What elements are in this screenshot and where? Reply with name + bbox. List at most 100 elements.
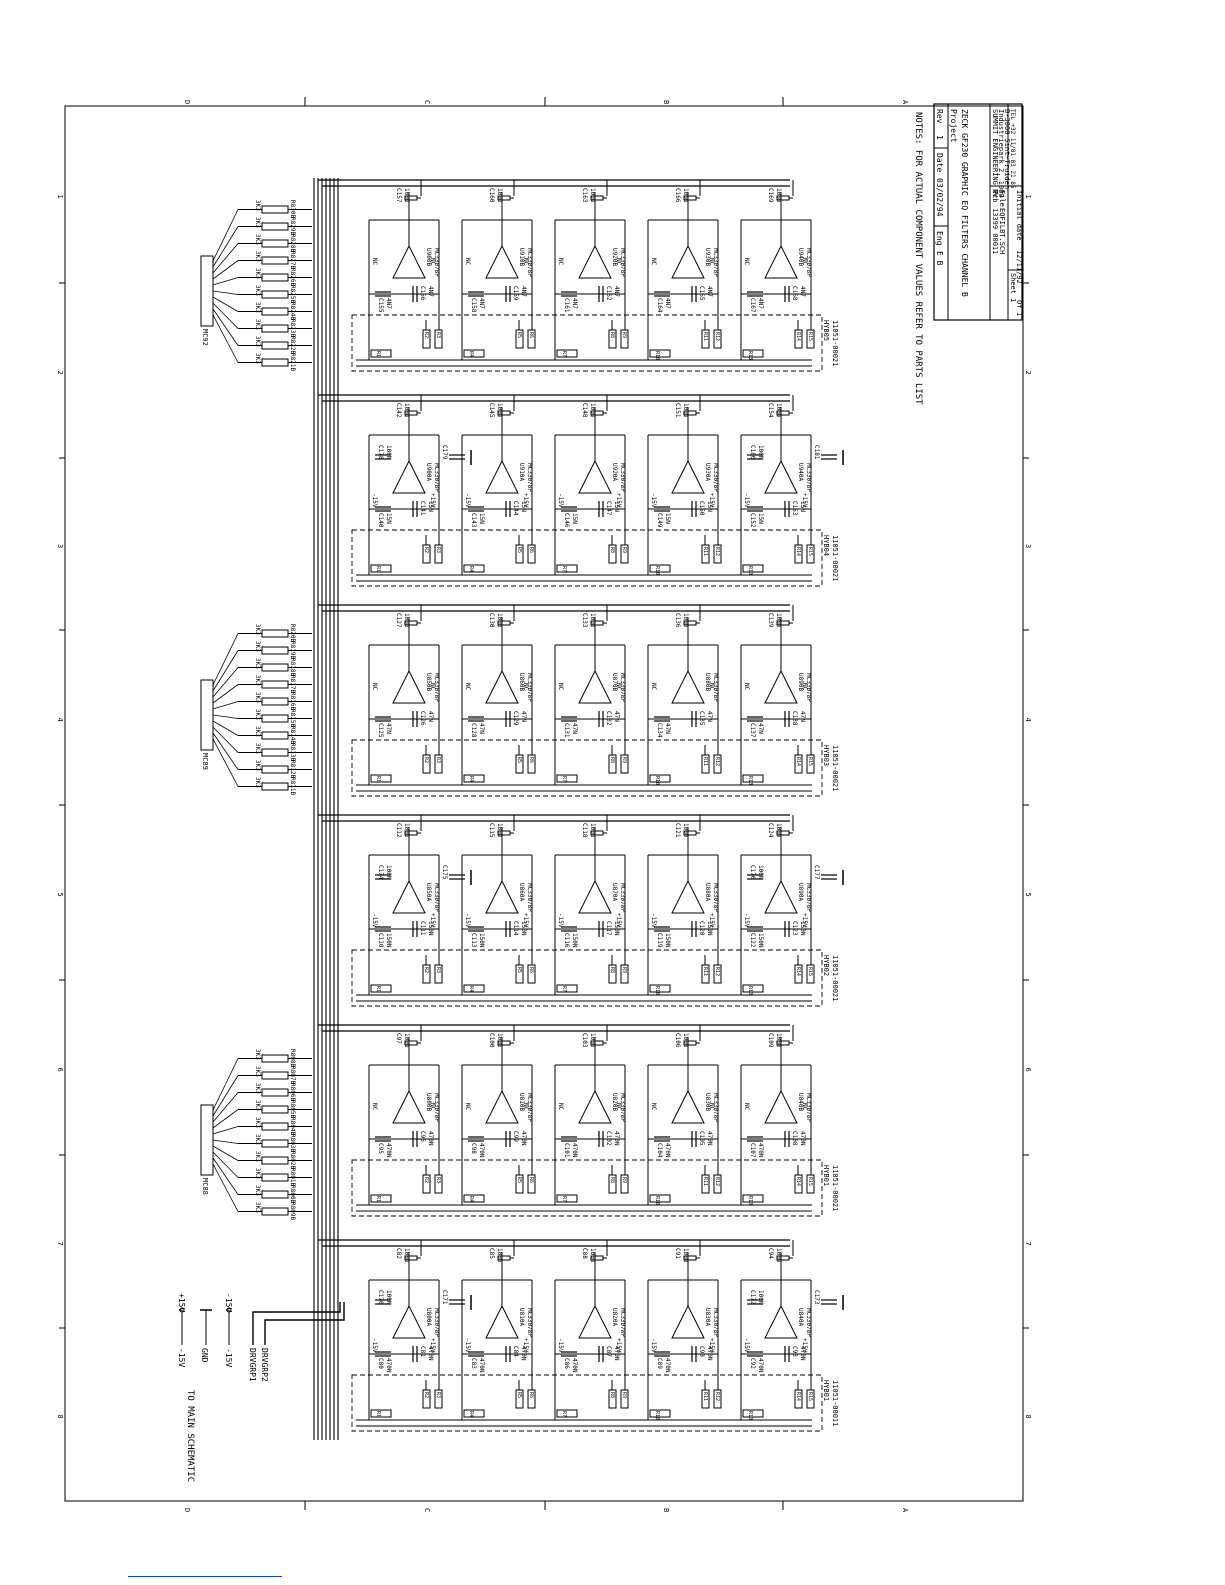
- resistor-refdes: R8: [609, 332, 615, 338]
- bypass-refdes: C172: [749, 1290, 756, 1305]
- bypass-value: 100N: [385, 445, 392, 460]
- lower-cap-value: 15N: [757, 513, 764, 524]
- slider-value: 3K3: [254, 709, 261, 720]
- inner-cap-refdes: C156: [419, 286, 426, 301]
- hybrid-resistor: [742, 349, 764, 358]
- date-value: 03/02/94: [935, 178, 944, 217]
- top-cap-refdes: C109: [767, 1033, 774, 1048]
- supply-minus: -15V: [557, 913, 564, 928]
- no-connect: NC: [429, 683, 436, 691]
- no-connect: NC: [557, 683, 564, 691]
- opamp-refdes: U880B: [704, 673, 711, 691]
- connector-fan: [212, 308, 239, 346]
- lower-cap-value: 47N: [571, 723, 578, 734]
- connector-fan: [212, 296, 239, 312]
- top-cap-value: 100U: [496, 823, 503, 838]
- hybrid-resistor: [649, 1409, 671, 1418]
- inner-cap-value: 470N: [613, 1131, 620, 1146]
- zone-letter-bottom: C: [423, 1508, 431, 1512]
- connector-fan: [212, 633, 239, 686]
- resistor-refdes: R7: [561, 986, 567, 992]
- drvgrp2-net: DRVGRP2: [260, 1348, 269, 1382]
- inner-cap-value: 150N: [799, 921, 806, 936]
- lower-cap-value: 470N: [757, 1358, 764, 1373]
- inner-cap-value: 47N: [706, 711, 713, 722]
- lower-cap-value: 4N7: [385, 298, 392, 309]
- top-cap-refdes: C154: [767, 403, 774, 418]
- resistor-refdes: R8: [609, 547, 615, 553]
- resistor-refdes: R3: [435, 332, 441, 338]
- resistor-refdes: R13: [747, 566, 753, 575]
- resistor-refdes: R8: [609, 757, 615, 763]
- opamp-symbol: [392, 1304, 426, 1339]
- connector-fan: [212, 1139, 239, 1144]
- hybrid-resistor: [649, 1194, 671, 1203]
- resistor-refdes: R4: [468, 351, 474, 357]
- inner-cap-value: 47N: [613, 711, 620, 722]
- hybrid-pcb: 11051-00021: [831, 535, 839, 581]
- slider-value: 3K3: [254, 1100, 261, 1111]
- inner-cap-refdes: C150: [698, 501, 705, 516]
- no-connect: NC: [743, 258, 750, 266]
- inner-cap-value: 150N: [706, 921, 713, 936]
- hybrid-resistor: [370, 349, 392, 358]
- bypass-refdes: C175: [441, 865, 448, 880]
- resistor-refdes: R11: [702, 1392, 708, 1401]
- opamp-refdes: U840B: [797, 1093, 804, 1111]
- inner-cap-value: 4N7: [427, 286, 434, 297]
- opamp-symbol: [671, 879, 705, 914]
- hybrid-resistor: [463, 349, 485, 358]
- opamp-symbol: [671, 459, 705, 494]
- resistor-refdes: R2: [423, 967, 429, 973]
- opamp-type: MC33078P: [526, 883, 533, 912]
- supply-plus: +15V: [615, 913, 622, 928]
- resistor-refdes: R13: [747, 776, 753, 785]
- supply-plus: +15V: [708, 1338, 715, 1353]
- resistor-refdes: R6: [528, 757, 534, 763]
- inner-cap-value: 4N7: [799, 286, 806, 297]
- connector-fan: [212, 720, 239, 736]
- resistor-refdes: R3: [435, 547, 441, 553]
- inner-cap-refdes: C117: [605, 921, 612, 936]
- slider-value: 3K3: [254, 1049, 261, 1060]
- eng-value: E B: [935, 251, 944, 266]
- opamp-symbol: [671, 669, 705, 704]
- resistor-refdes: R5: [516, 967, 522, 973]
- hybrid-pcb: 11051-00021: [831, 745, 839, 791]
- slider-resistor: [261, 680, 289, 689]
- top-cap-refdes: C85: [488, 1248, 495, 1259]
- connector-fan: [212, 1151, 239, 1178]
- resistor-refdes: R15: [807, 757, 813, 766]
- opamp-type: MC33078P: [619, 248, 626, 277]
- lower-cap-refdes: C122: [749, 933, 756, 948]
- lower-cap-value: 47N: [757, 723, 764, 734]
- zone-number-left: 6: [56, 1068, 64, 1072]
- top-cap-value: 100U: [589, 1248, 596, 1263]
- inner-cap-value: 47N: [520, 711, 527, 722]
- bypass-value: 100N: [757, 865, 764, 880]
- connector-fan: [212, 732, 239, 770]
- resistor-refdes: R7: [561, 351, 567, 357]
- slider-value: 3K3: [254, 1168, 261, 1179]
- lower-cap-refdes: C131: [563, 723, 570, 738]
- lower-cap-value: 470N: [757, 1143, 764, 1158]
- eng-label: Eng: [935, 231, 944, 246]
- resistor-refdes: R5: [516, 757, 522, 763]
- top-cap-refdes: C163: [581, 188, 588, 203]
- inner-cap-refdes: C81: [419, 1346, 426, 1357]
- inner-cap-refdes: C123: [791, 921, 798, 936]
- opamp-refdes: U860A: [518, 883, 525, 901]
- lower-cap-refdes: C137: [749, 723, 756, 738]
- top-cap-value: 100U: [682, 403, 689, 418]
- top-cap-value: 100U: [775, 823, 782, 838]
- slider-resistor: [261, 1088, 289, 1097]
- opamp-type: MC33078P: [433, 463, 440, 492]
- top-cap-value: 100U: [403, 403, 410, 418]
- lower-cap-value: 15N: [385, 513, 392, 524]
- opamp-type: MC33078P: [433, 673, 440, 702]
- lower-cap-value: 470N: [478, 1143, 485, 1158]
